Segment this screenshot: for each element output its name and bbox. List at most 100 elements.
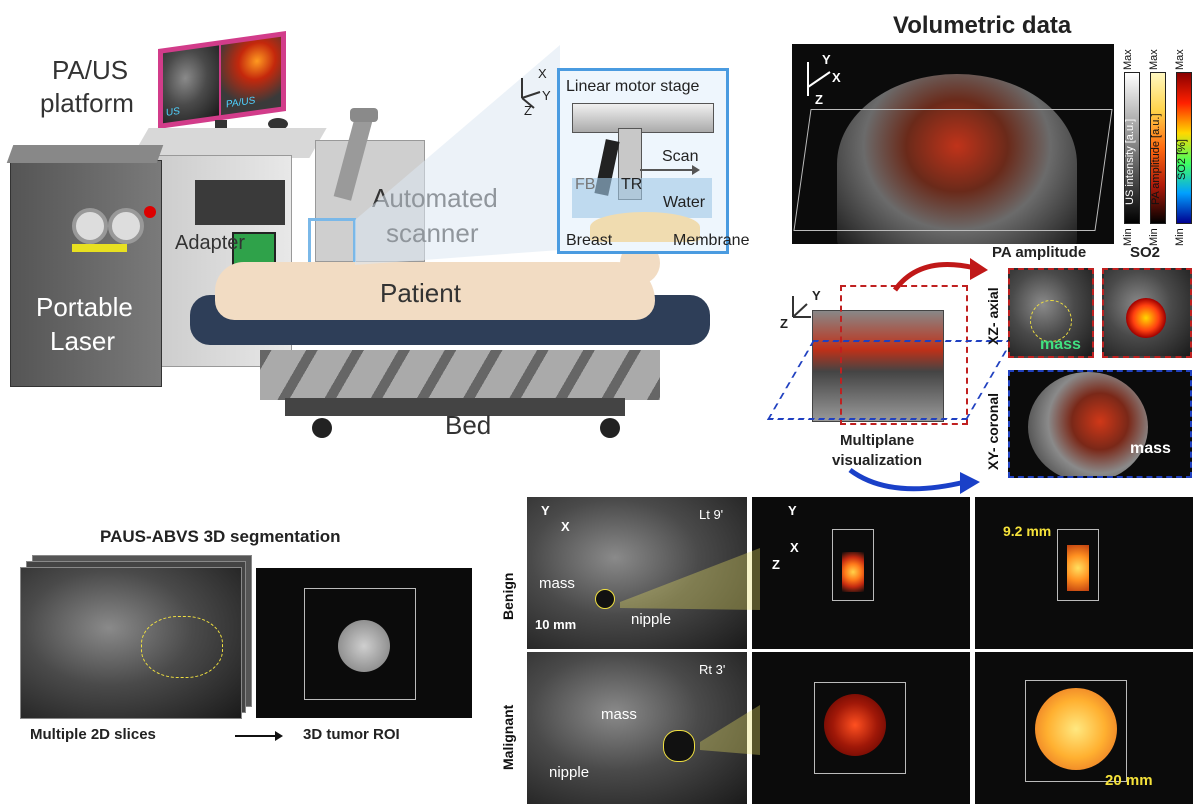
benign-mass-marker (595, 589, 615, 609)
mouse (268, 118, 288, 130)
inset-membrane-label: Membrane (673, 232, 750, 249)
patient-label: Patient (380, 278, 461, 308)
laser-label-line1: Portable (36, 292, 133, 322)
multiplane-cube (812, 310, 944, 422)
platform-title-line1: PA/US (52, 55, 129, 85)
benign-dimension-label: 9.2 mm (1003, 523, 1052, 539)
case-us-y-axis: Y (541, 503, 550, 518)
colorbar-pa (1150, 72, 1166, 224)
pa-amplitude-heading: PA amplitude (992, 244, 1087, 261)
malignant-3d-small-box (814, 682, 906, 774)
benign-3d-small-box (832, 529, 874, 601)
malignant-location-label: Rt 3' (699, 662, 726, 677)
inset-axes (521, 78, 541, 109)
laser-indicator (144, 206, 156, 218)
malignant-3d-small-mass (824, 694, 886, 756)
benign-3d-small (752, 497, 970, 649)
xz-axial-so2-panel (1102, 268, 1192, 358)
bed-wheel-2 (600, 418, 620, 438)
roi-box (304, 588, 416, 700)
malignant-3d-large-mass (1035, 688, 1117, 770)
bed-label: Bed (445, 410, 492, 440)
adapter-label: Adapter (175, 232, 246, 254)
malignant-3d-large: 20 mm (975, 652, 1193, 804)
benign-mass-label: mass (539, 575, 575, 592)
volume-x-axis: X (832, 70, 841, 85)
case-us-x-axis: X (561, 519, 570, 534)
inset-y-axis: Y (542, 88, 551, 103)
laser-label-line2: Laser (50, 326, 116, 356)
slices-label: Multiple 2D slices (30, 726, 156, 743)
scanner-arm-head (350, 108, 378, 122)
xy-coronal-disc (1028, 372, 1148, 476)
xz-axial-mass-label: mass (1040, 336, 1081, 353)
laser-port-1 (72, 208, 108, 244)
inset-water-label: Water (663, 194, 706, 211)
bed-frame (260, 350, 660, 400)
breast-shape (590, 212, 700, 242)
malignant-us-panel: Rt 3' mass nipple (527, 652, 747, 804)
colorbar-so2 (1176, 72, 1192, 224)
colorbar-us (1124, 72, 1140, 224)
slice-tumor-outline (141, 616, 223, 678)
slice-front (20, 567, 242, 719)
volume-dome (837, 74, 1077, 244)
benign-3d-large-box (1057, 529, 1099, 601)
multiplane-red-dashed (840, 285, 968, 425)
laser-box (10, 160, 162, 387)
malignant-3d-small (752, 652, 970, 804)
benign-location-label: Lt 9' (699, 507, 724, 522)
inset-tr-label: TR (621, 176, 643, 193)
motor-stage (572, 103, 714, 133)
inset-scan-label: Scan (662, 148, 699, 165)
case-3d-z-axis: Z (772, 557, 780, 572)
patient-body (215, 262, 655, 320)
inset-x-axis: X (538, 66, 547, 81)
multiplane-axes (792, 296, 811, 318)
multiplane-label-line2: visualization (832, 452, 923, 469)
roi-label: 3D tumor ROI (303, 726, 400, 743)
xz-axial-pa-panel: mass (1008, 268, 1094, 358)
so2-heading: SO2 (1130, 244, 1161, 261)
volume-y-axis: Y (822, 52, 831, 67)
multiplane-label-line1: Multiplane (840, 432, 915, 449)
roi-tumor (338, 620, 390, 672)
roi-panel (256, 568, 472, 718)
inset-z-axis: Z (524, 103, 532, 118)
malignant-nipple-label: nipple (549, 764, 590, 781)
benign-3d-large: 9.2 mm (975, 497, 1193, 649)
benign-nipple-label: nipple (631, 611, 672, 628)
malignant-mass-label: mass (601, 706, 637, 723)
xy-coronal-panel: mass (1008, 370, 1192, 478)
segmentation-title: PAUS-ABVS 3D segmentation (100, 527, 341, 546)
malignant-mass-marker (663, 730, 695, 762)
volume-z-axis: Z (815, 92, 823, 107)
volume-render (792, 44, 1114, 244)
benign-3d-large-mass (1067, 545, 1089, 591)
multiplane-y-axis: Y (812, 288, 821, 303)
case-3d-y-axis: Y (788, 503, 797, 518)
volume-axes (807, 62, 831, 96)
benign-us-panel: Lt 9' mass nipple 10 mm (527, 497, 747, 649)
bed-base (285, 398, 625, 416)
cart-shelf (195, 180, 285, 225)
malignant-dimension-label: 20 mm (1105, 772, 1153, 789)
xz-axial-so2-mass (1126, 298, 1166, 338)
laser-port-2 (108, 208, 144, 244)
inset-breast-label: Breast (566, 232, 613, 249)
scan-arrow (640, 165, 700, 175)
bed-wheel-1 (312, 418, 332, 438)
case-3d-x-axis: X (790, 540, 799, 555)
benign-3d-small-mass (842, 552, 864, 592)
benign-scale-label: 10 mm (535, 617, 577, 632)
water-tank (572, 178, 712, 218)
xy-coronal-mass-label: mass (1130, 440, 1171, 457)
laser-stripe (72, 244, 127, 252)
segmentation-arrow (235, 731, 283, 741)
volumetric-title: Volumetric data (893, 12, 1072, 39)
xz-axial-pa-mass (1030, 300, 1072, 342)
inset-fb-label: FB (575, 176, 596, 193)
platform-title-line2: platform (40, 88, 134, 118)
